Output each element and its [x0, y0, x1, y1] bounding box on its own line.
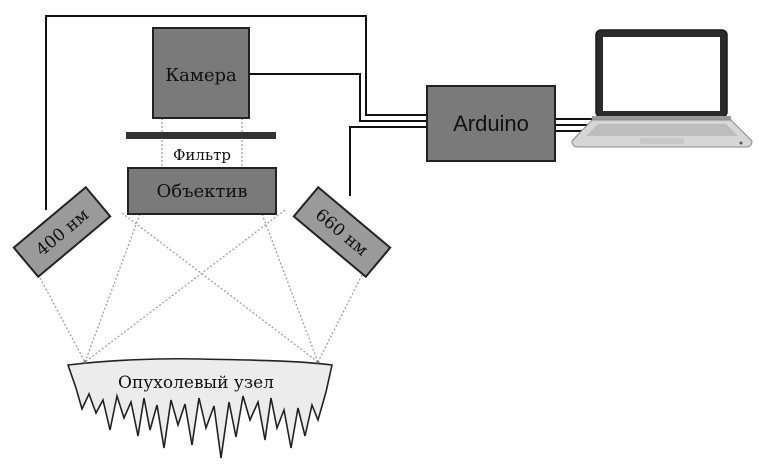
wire-led-right-to-arduino [349, 126, 427, 196]
camera-label: Камера [165, 65, 237, 86]
ray-right-led-to-left-point [84, 209, 286, 363]
lens-box [127, 167, 277, 215]
laptop-power-light [739, 141, 743, 145]
tumor-node: Опухолевый узел [66, 357, 333, 459]
ray-lens-to-left-point [84, 213, 141, 363]
tumor-shape [66, 357, 333, 459]
arduino: Arduino [426, 85, 556, 162]
camera: Камера [152, 27, 250, 119]
filter-label: Фильтр [173, 146, 231, 164]
led-660nm: 660 нм [292, 185, 392, 279]
ray-lens-to-right-point [261, 213, 319, 363]
laptop-screen [603, 37, 720, 111]
wire-camera-to-arduino [249, 73, 427, 122]
ray-right-led-to-right-point [317, 274, 363, 363]
focus-point-left [83, 360, 87, 364]
filter-plate [126, 132, 276, 139]
wire-led-left-to-arduino [45, 15, 427, 210]
light-rays [39, 118, 363, 363]
led-660nm-box [292, 185, 392, 279]
led-400nm: 400 нм [12, 185, 112, 279]
led-400nm-box [12, 185, 112, 279]
laptop-trackpad [640, 138, 684, 144]
lens: Объектив [127, 167, 277, 215]
lens-label: Объектив [156, 181, 247, 202]
ray-left-led-to-right-point [121, 212, 319, 363]
filter: Фильтр [126, 132, 276, 164]
laptop-keyboard [586, 124, 738, 136]
arduino-box [426, 85, 556, 162]
wiring [45, 15, 595, 210]
camera-box [152, 27, 250, 119]
arduino-label: Arduino [453, 111, 529, 136]
laptop-icon [571, 29, 753, 148]
laptop-hinge [592, 116, 731, 120]
focus-point-right [316, 360, 320, 364]
tumor-label: Опухолевый узел [118, 373, 274, 393]
ray-left-led-to-left-point [39, 277, 86, 363]
